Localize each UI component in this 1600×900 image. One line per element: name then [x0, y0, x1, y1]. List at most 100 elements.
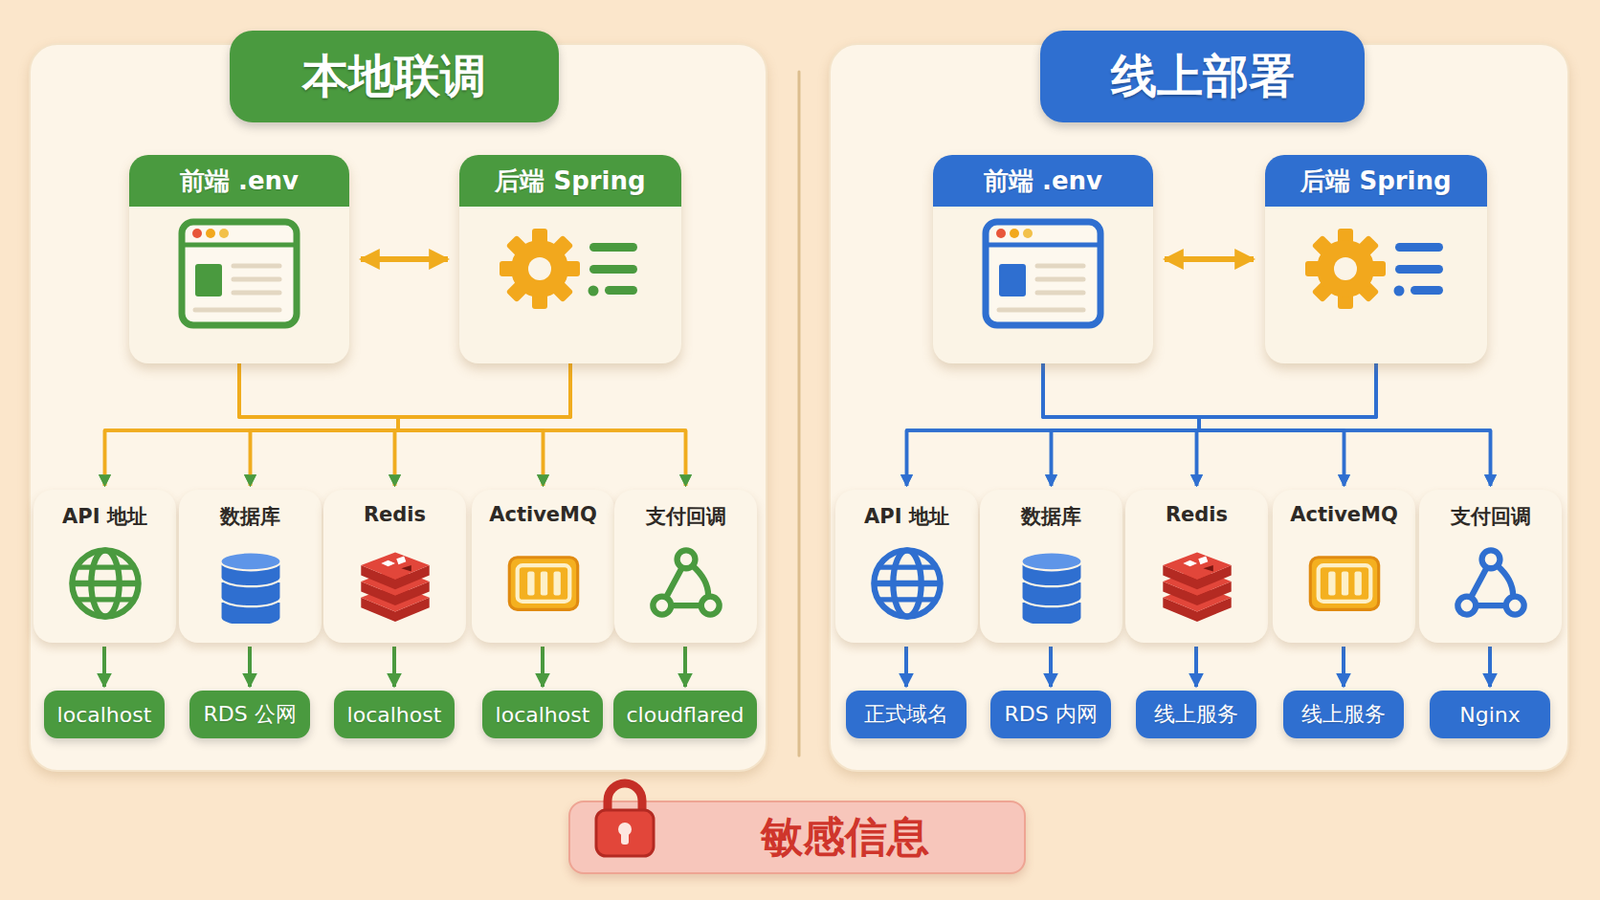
box-header: 前端 .env [129, 155, 350, 207]
hook-icon [645, 543, 727, 624]
divider-line [798, 71, 801, 756]
card-label: ActiveMQ [1272, 503, 1416, 527]
pill-text: RDS 内网 [1003, 700, 1097, 730]
pill-text: cloudflared [626, 703, 745, 728]
redis-icon [1156, 543, 1238, 624]
card-icon [178, 543, 322, 624]
connector [1194, 646, 1199, 688]
box-header: 前端 .env [933, 155, 1154, 207]
pill-text: localhost [57, 703, 153, 728]
target-pill: localhost [482, 690, 604, 739]
box-icon [933, 216, 1154, 332]
box-icon [459, 216, 682, 322]
connector [250, 363, 572, 487]
hook-icon [1450, 543, 1532, 624]
target-pill: 线上服务 [1283, 690, 1404, 739]
connector [1048, 646, 1053, 688]
resource-card: 数据库 [178, 489, 322, 644]
connector [904, 646, 909, 688]
connector [1199, 363, 1377, 487]
target-pill: 线上服务 [1135, 690, 1257, 739]
card-icon [1419, 543, 1562, 624]
connector [1197, 363, 1378, 487]
target-pill: localhost [333, 690, 456, 739]
target-pill: cloudflared [613, 690, 758, 739]
card-label: Redis [1125, 503, 1268, 527]
resource-card: 数据库 [979, 489, 1123, 644]
card-icon [835, 543, 978, 624]
connector [398, 363, 571, 487]
connector [105, 363, 572, 487]
connector [1043, 363, 1345, 487]
warning-text: 敏感信息 [675, 802, 1015, 873]
box-header: 后端 Spring [459, 155, 682, 207]
resource-card: API 地址 [835, 489, 978, 644]
box-header: 后端 Spring [1265, 155, 1488, 207]
connector [392, 646, 397, 688]
resource-card: ActiveMQ [1272, 489, 1416, 644]
connector [1043, 363, 1200, 487]
resource-card: ActiveMQ [471, 489, 615, 644]
target-pill: Nginx [1429, 690, 1551, 739]
connector [907, 363, 1200, 487]
panel-title: 线上部署 [1040, 30, 1365, 123]
connector [1051, 363, 1378, 487]
card-icon [1272, 543, 1416, 624]
target-pill: RDS 内网 [990, 690, 1112, 739]
pill-text: 正式域名 [864, 700, 949, 730]
pill-text: 线上服务 [1154, 700, 1239, 730]
resource-card: 支付回调 [614, 489, 757, 644]
browser-icon [176, 216, 303, 332]
gear-icon [1299, 216, 1453, 322]
lock-icon [591, 777, 659, 865]
card-icon [979, 543, 1123, 624]
connector [1341, 646, 1346, 688]
card-label: 数据库 [979, 503, 1123, 531]
section-panel: 本地联调前端 .env后端 SpringAPI 地址数据库RedisActive… [28, 43, 768, 773]
connector [1164, 256, 1254, 263]
connector [398, 363, 687, 487]
target-pill: localhost [44, 690, 166, 739]
target-pill: 正式域名 [845, 690, 967, 739]
box-icon [1265, 216, 1488, 322]
card-label: ActiveMQ [471, 503, 615, 527]
card-icon [323, 543, 467, 624]
card-icon [614, 543, 757, 624]
mq-icon [1304, 543, 1385, 624]
frontend-box: 前端 .env [933, 155, 1154, 364]
connector [360, 256, 448, 263]
card-label: API 地址 [33, 503, 177, 531]
gear-icon [493, 216, 647, 322]
connector [239, 363, 544, 487]
connector [105, 363, 400, 487]
pill-text: RDS 公网 [202, 700, 296, 730]
card-label: 数据库 [178, 503, 322, 531]
resource-card: 支付回调 [1419, 489, 1562, 644]
connector [1199, 363, 1491, 487]
warning-banner: 敏感信息 [568, 800, 1026, 875]
panel-title: 本地联调 [229, 30, 559, 123]
db-icon [210, 543, 291, 624]
globe-icon [866, 543, 948, 624]
pill-text: 线上服务 [1301, 700, 1386, 730]
frontend-box: 前端 .env [129, 155, 350, 364]
backend-box: 后端 Spring [459, 155, 682, 364]
connector [247, 646, 252, 688]
browser-icon [979, 216, 1107, 332]
section-panel: 线上部署前端 .env后端 SpringAPI 地址数据库RedisActive… [828, 43, 1570, 773]
target-pill: RDS 公网 [189, 690, 311, 739]
db-icon [1011, 543, 1092, 624]
card-icon [471, 543, 615, 624]
redis-icon [355, 543, 436, 624]
connector [102, 646, 107, 688]
connector [683, 646, 688, 688]
connector [540, 646, 545, 688]
connector [1043, 363, 1200, 487]
card-icon [1125, 543, 1268, 624]
connector [395, 363, 572, 487]
pill-text: Nginx [1459, 703, 1521, 728]
pill-text: localhost [495, 703, 591, 728]
card-icon [33, 543, 177, 624]
mq-icon [503, 543, 584, 624]
lock-symbol [591, 777, 659, 861]
